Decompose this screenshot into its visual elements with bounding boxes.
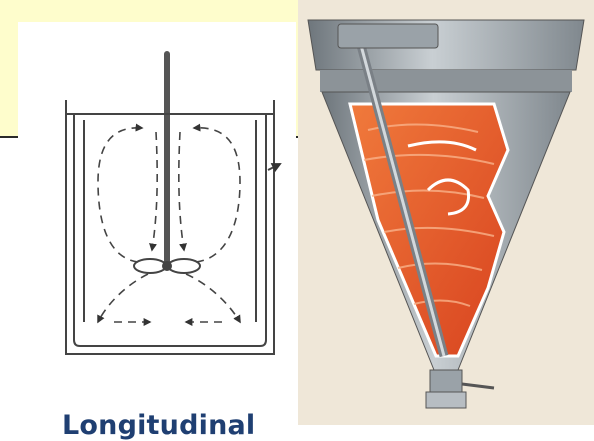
tank-agitator-diagram [18,22,296,422]
outlet-valve [430,370,462,392]
conical-mixer-photo [298,0,594,425]
agitator-diagram-panel: Longitudinal [18,22,296,422]
caption-longitudinal: Longitudinal [62,410,302,441]
agitator-shaft [164,54,170,266]
impeller [134,259,200,273]
conical-screw-mixer-cutaway [298,0,594,425]
